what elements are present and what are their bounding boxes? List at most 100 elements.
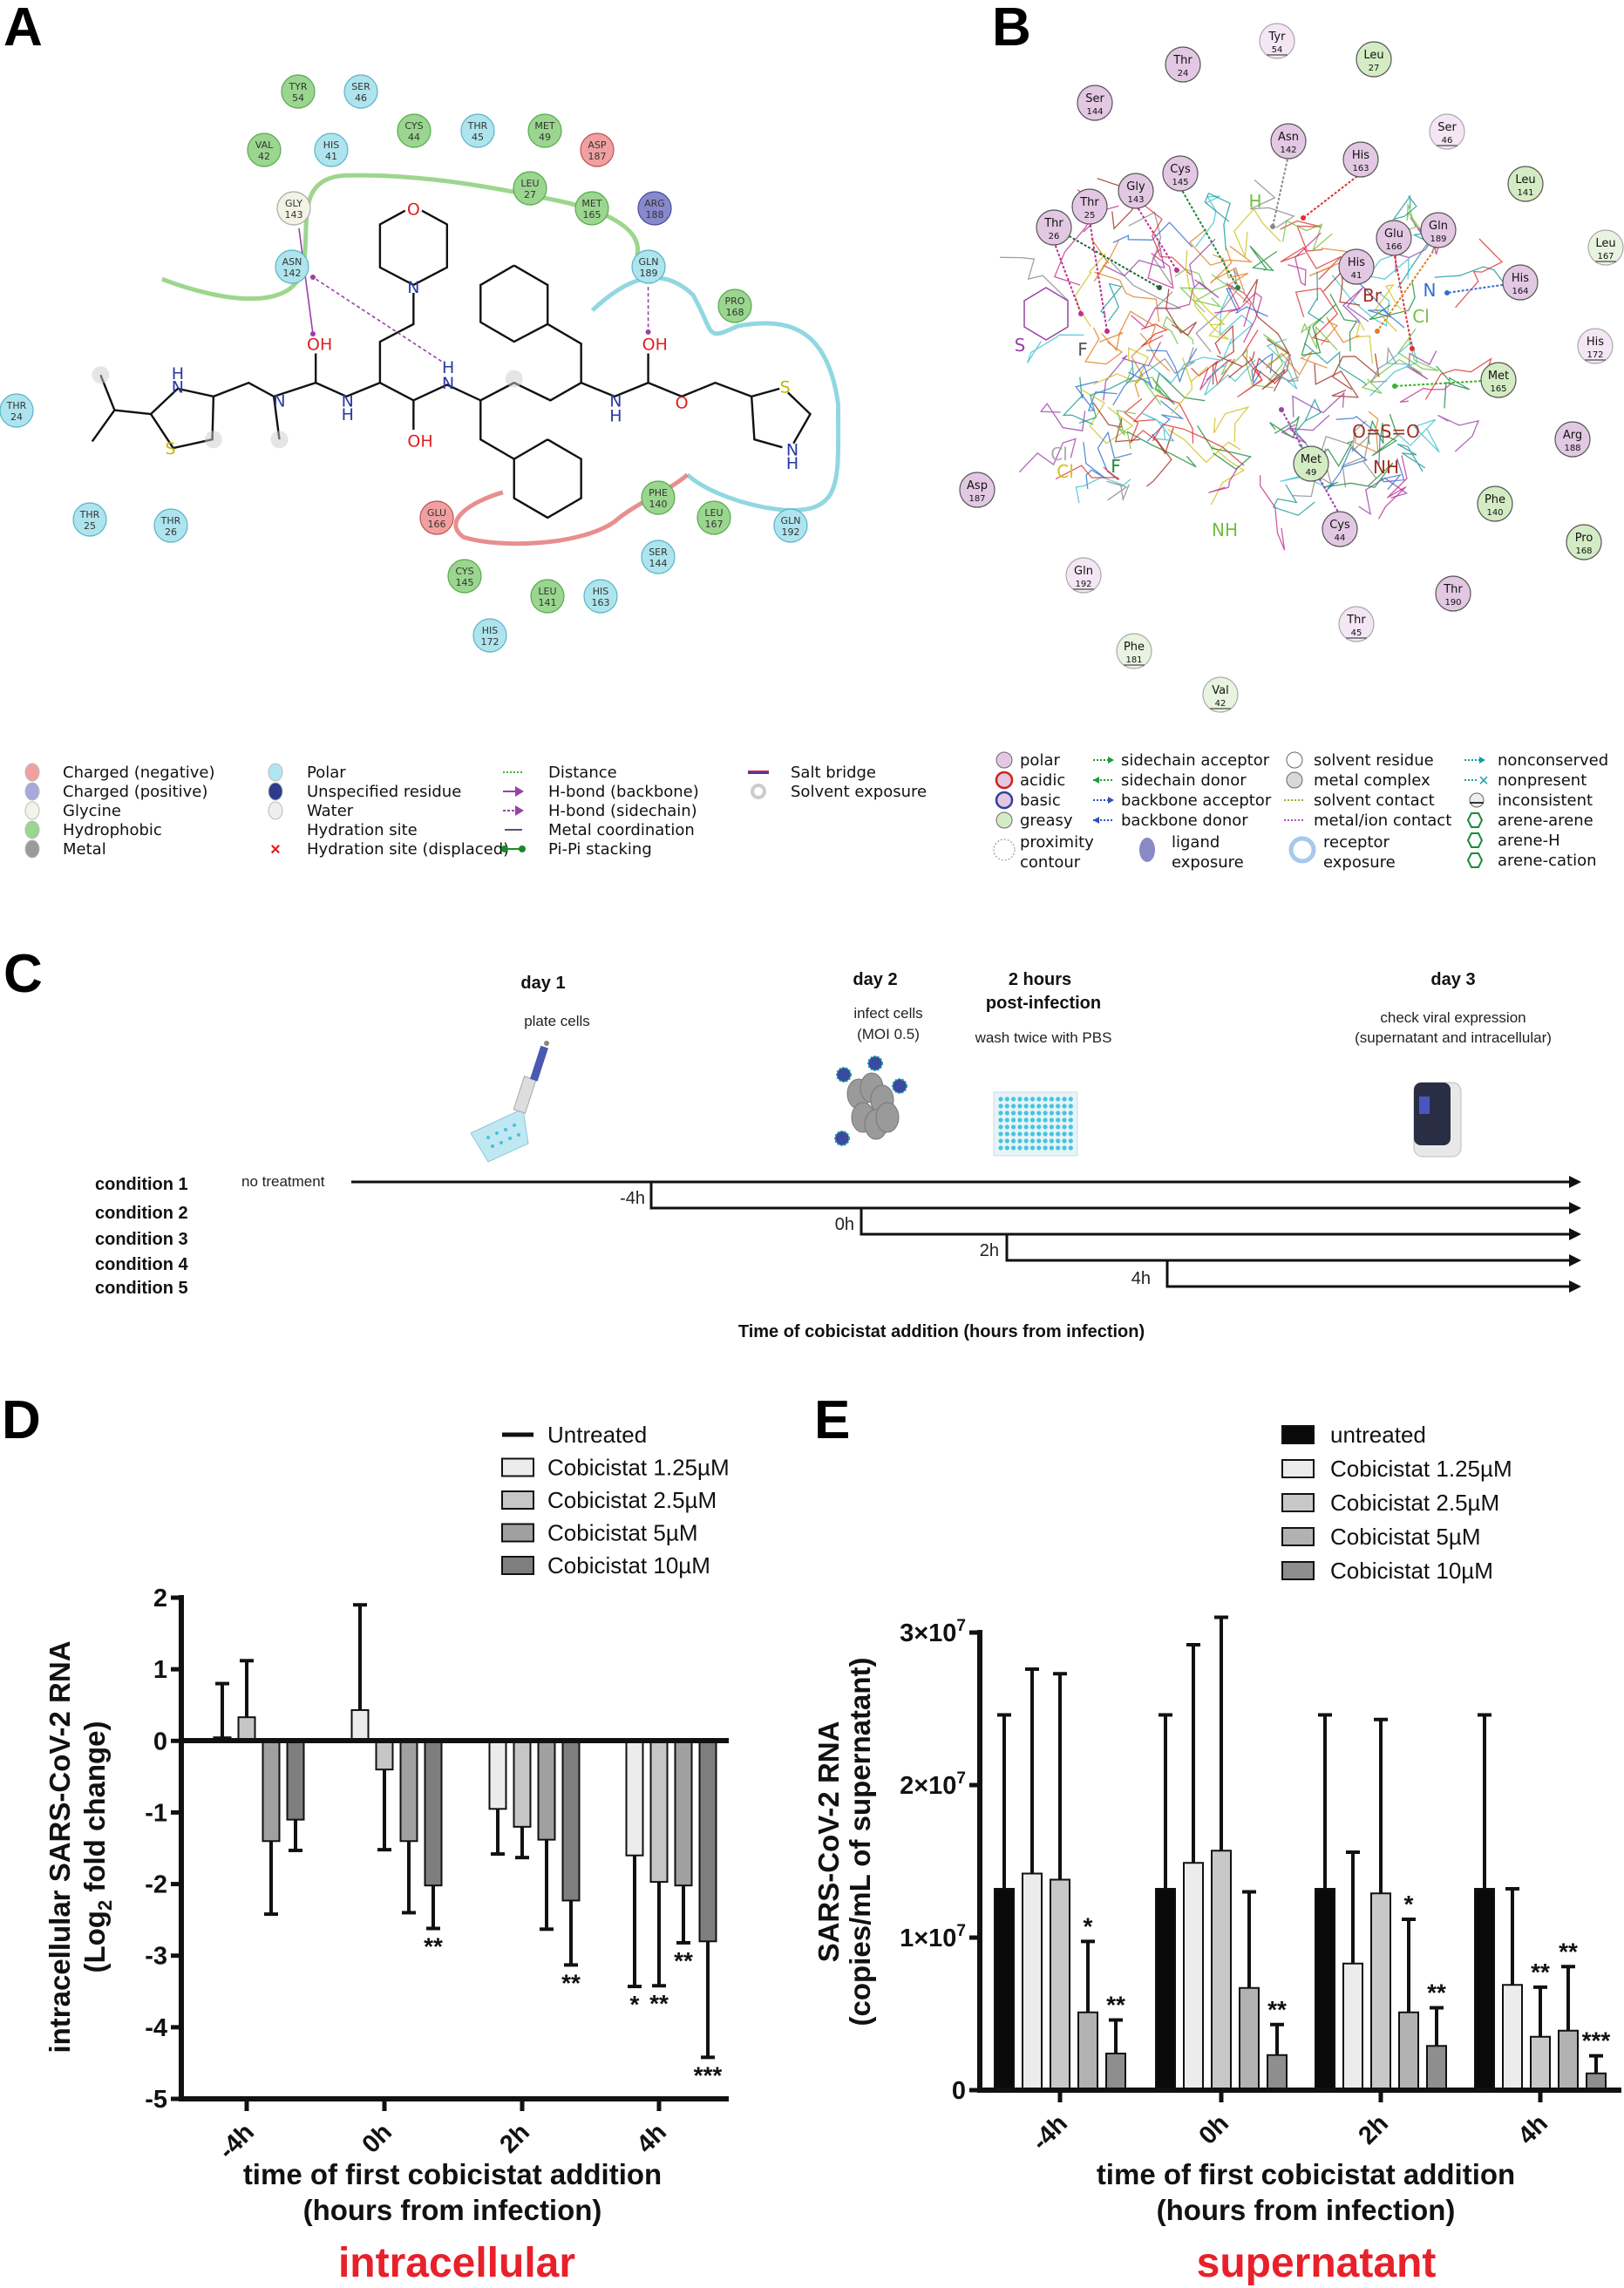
- residue-name: Cys: [1170, 163, 1191, 176]
- residue-circle: [1293, 445, 1329, 482]
- residue-name: TYR: [288, 81, 307, 92]
- legend-label: polar: [1020, 751, 1060, 770]
- residue-name: GLY: [285, 198, 302, 209]
- well: [1036, 1145, 1042, 1151]
- ligand-bond: [1145, 427, 1174, 487]
- well: [1056, 1124, 1061, 1130]
- ligand-bond: [1099, 282, 1123, 322]
- y-tick-mantissa: 3×10: [900, 1619, 956, 1647]
- well: [1043, 1124, 1048, 1130]
- legend-circle-icon: [995, 791, 1014, 810]
- residue-circle: [1322, 511, 1358, 547]
- residue-name: HIS: [323, 139, 340, 151]
- x-tick-label: 0h: [357, 2118, 398, 2159]
- residue-number: 142: [283, 268, 302, 279]
- ligand-bond: [1194, 274, 1228, 308]
- timeline-arrowheads: [1569, 1176, 1581, 1293]
- step-day1-text: plate cells: [524, 1013, 590, 1029]
- bar-cobicistat-5-m--4h: [262, 1740, 281, 1843]
- ligand-bond: [1219, 284, 1254, 345]
- residue-circle: [1036, 209, 1072, 246]
- well: [1017, 1110, 1023, 1116]
- bar-cobicistat-10-m-2h: [561, 1740, 581, 1902]
- well: [1004, 1103, 1009, 1109]
- residue-number: 41: [1351, 271, 1362, 281]
- panel-c-timeline: day 1 plate cells day 2 infect cells (MO…: [95, 970, 1581, 1341]
- residue-circle: [574, 191, 609, 226]
- ligand-bond: [1213, 292, 1263, 343]
- ligand-bond: [1292, 391, 1345, 418]
- ligand-bond: [1436, 365, 1471, 409]
- ligand-bond: [1212, 324, 1234, 385]
- residue-number: 164: [1512, 287, 1528, 296]
- arrowhead-icon: [645, 329, 651, 335]
- residue-circle: [1587, 229, 1624, 266]
- well: [1036, 1110, 1042, 1116]
- ligand-bond: [1130, 288, 1194, 329]
- residue-name: Thr: [1079, 196, 1099, 209]
- interaction-arrow: [1302, 173, 1362, 219]
- well: [1011, 1096, 1016, 1102]
- well: [1023, 1110, 1029, 1116]
- ligand-bond: [1279, 353, 1300, 383]
- ligand-bond: [1396, 443, 1426, 472]
- chart-e-subtitle: supernatant: [1197, 2240, 1437, 2286]
- residue-name: PHE: [649, 487, 668, 499]
- residue-circle: [1507, 166, 1544, 202]
- ligand-bond: [1103, 342, 1162, 401]
- ligand-bond: [1355, 320, 1374, 364]
- residue-circle: [513, 171, 547, 206]
- molecule-bond: [114, 409, 152, 416]
- interaction-arrow: [1089, 220, 1108, 332]
- well: [1062, 1145, 1067, 1151]
- y-tick-label: -3: [145, 1943, 167, 1971]
- residue-circle: [1420, 212, 1457, 248]
- arrowhead-icon: [1108, 757, 1114, 764]
- residue-circle: [1338, 248, 1375, 285]
- ligand-bond: [1103, 241, 1165, 277]
- residue-name: Cys: [1329, 519, 1350, 532]
- well: [1036, 1103, 1042, 1109]
- well: [1043, 1138, 1048, 1144]
- ligand-bond: [1192, 289, 1232, 340]
- residue-name: Ser: [1437, 121, 1457, 134]
- bar-cobicistat-10-m-0h: [424, 1740, 443, 1887]
- bar-cobicistat-2-5-m-0h: [375, 1740, 394, 1771]
- ligand-bond: [1097, 431, 1132, 481]
- atom-label: NH: [1373, 457, 1399, 478]
- chart-e-xlabel-line1: time of first cobicistat addition: [1097, 2158, 1515, 2190]
- residue-name: Phe: [1485, 493, 1505, 506]
- ligand-bond: [1112, 363, 1153, 406]
- x-tick-label: 0h: [1193, 2109, 1234, 2150]
- significance-label: **: [1559, 1938, 1578, 1965]
- condition-3-label: condition 3: [95, 1230, 188, 1249]
- legend-label: backbone donor: [1121, 811, 1248, 830]
- residue-number: 26: [165, 526, 177, 538]
- bar-cobicistat-2-5-m-4h: [1530, 2035, 1551, 2091]
- ligand-bond: [1331, 275, 1390, 327]
- arrowhead-icon: [309, 331, 316, 337]
- ligand-bond: [1204, 192, 1231, 251]
- legend-label: Polar: [307, 764, 346, 782]
- well: [1011, 1110, 1016, 1116]
- well: [1043, 1145, 1048, 1151]
- ligand-bond: [1039, 402, 1086, 431]
- residue-number: 25: [84, 520, 96, 532]
- well: [1004, 1110, 1009, 1116]
- ligand-bond: [1261, 338, 1291, 392]
- arrowhead-icon: [1108, 797, 1114, 804]
- arrowhead-icon: [515, 786, 524, 797]
- residue-circle: [1566, 524, 1602, 560]
- y-tick-label: 1×107: [900, 1922, 966, 1952]
- significance-label: **: [1427, 1979, 1446, 2006]
